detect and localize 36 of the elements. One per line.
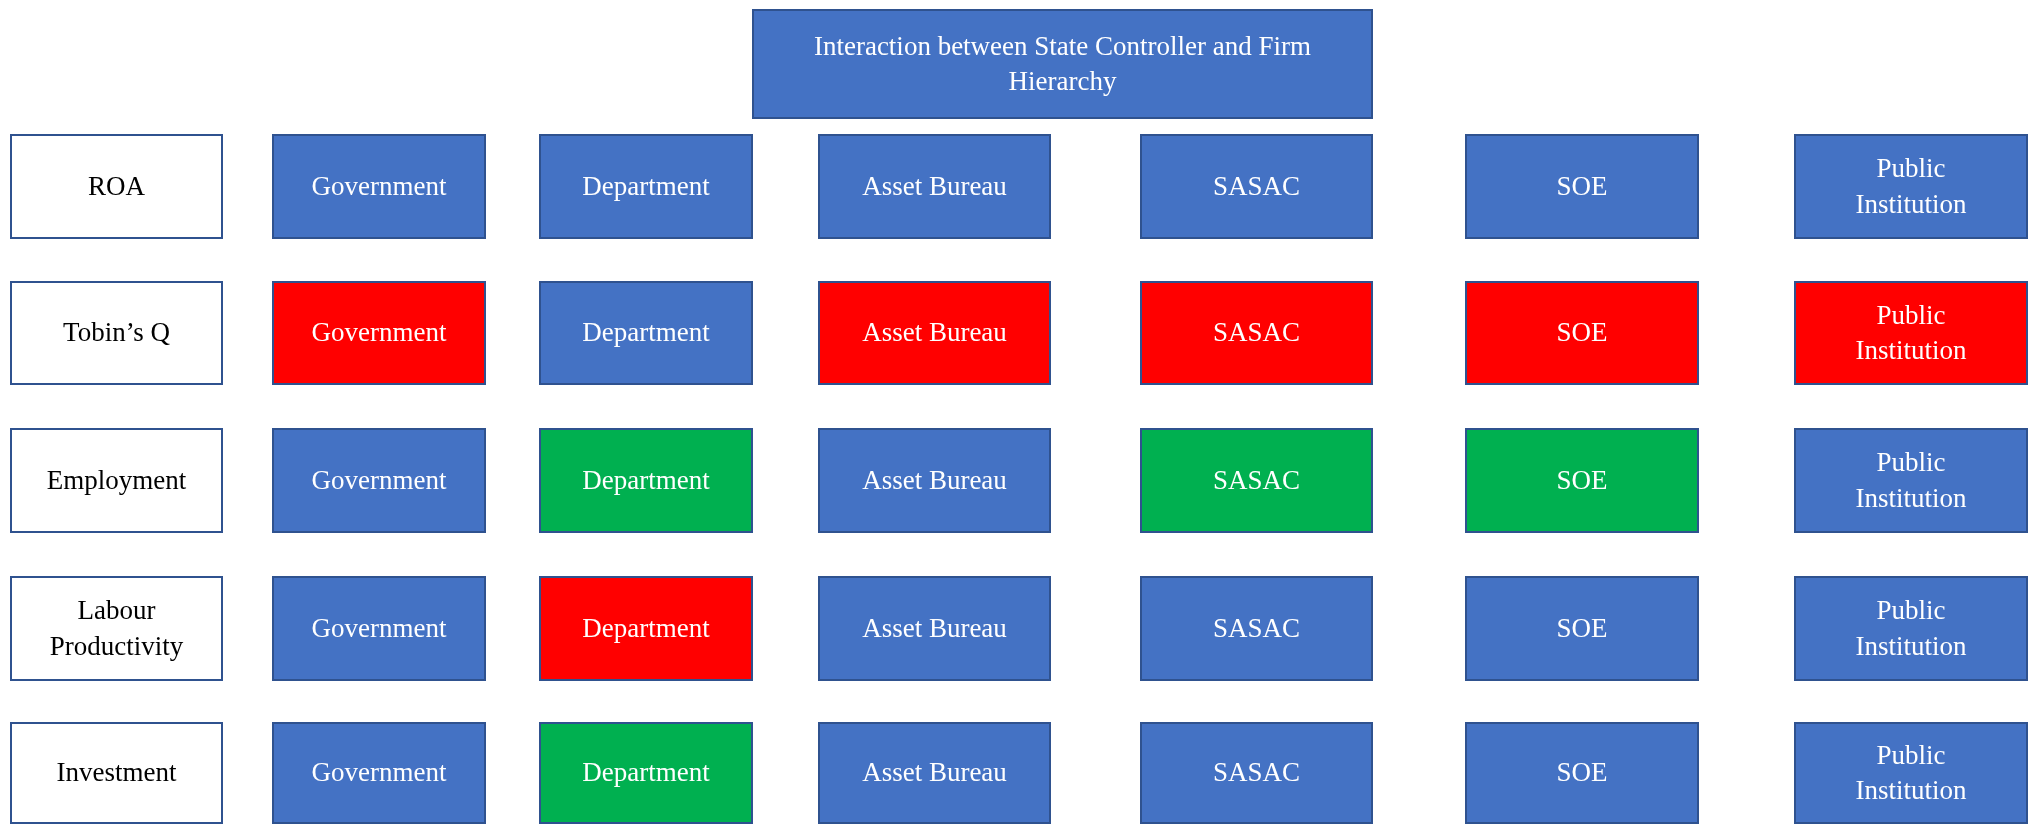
metric-box: Employment [10, 428, 223, 533]
entity-box: Asset Bureau [818, 134, 1051, 239]
entity-box: Public Institution [1794, 428, 2028, 533]
entity-box: Government [272, 428, 486, 533]
metric-box: ROA [10, 134, 223, 239]
entity-box: SOE [1465, 428, 1699, 533]
entity-box: Government [272, 281, 486, 385]
entity-box: Department [539, 134, 753, 239]
entity-box: Government [272, 134, 486, 239]
entity-box: Asset Bureau [818, 281, 1051, 385]
entity-box: Asset Bureau [818, 722, 1051, 824]
entity-box: SOE [1465, 722, 1699, 824]
entity-box: SOE [1465, 281, 1699, 385]
entity-box: Asset Bureau [818, 576, 1051, 681]
entity-box: SOE [1465, 134, 1699, 239]
metric-box: Investment [10, 722, 223, 824]
entity-box: Government [272, 576, 486, 681]
entity-box: SASAC [1140, 722, 1373, 824]
entity-box: SASAC [1140, 428, 1373, 533]
entity-box: SASAC [1140, 281, 1373, 385]
entity-box: Department [539, 576, 753, 681]
entity-box: Public Institution [1794, 722, 2028, 824]
entity-box: SASAC [1140, 134, 1373, 239]
entity-box: Asset Bureau [818, 428, 1051, 533]
entity-box: Public Institution [1794, 576, 2028, 681]
metric-box: Tobin’s Q [10, 281, 223, 385]
metric-box: Labour Productivity [10, 576, 223, 681]
entity-box: Department [539, 281, 753, 385]
entity-box: Government [272, 722, 486, 824]
entity-box: Department [539, 722, 753, 824]
entity-box: Public Institution [1794, 134, 2028, 239]
entity-box: SOE [1465, 576, 1699, 681]
entity-box: Department [539, 428, 753, 533]
entity-box: Public Institution [1794, 281, 2028, 385]
entity-box: SASAC [1140, 576, 1373, 681]
entity-box: Interaction between State Controller and Firm Hierarchy [752, 9, 1373, 119]
